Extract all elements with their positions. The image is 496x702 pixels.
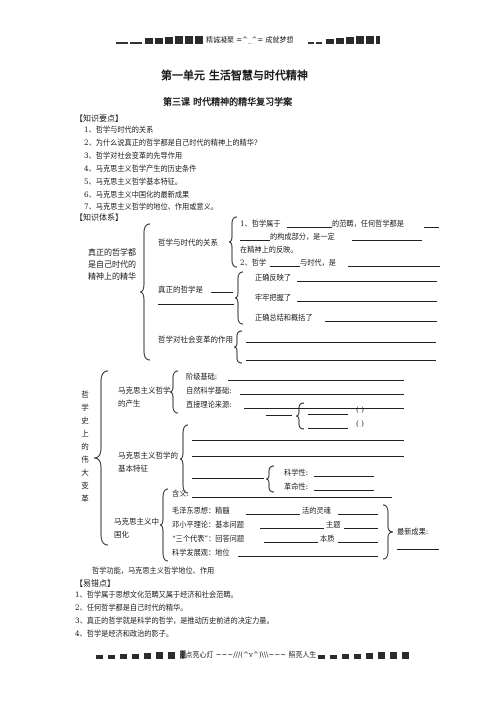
function-line: 哲学功能，马克思主义哲学地位、作用 <box>92 566 215 575</box>
knowledge-points-heading: 【知识要点】 <box>75 114 123 123</box>
b1-line4a: 2、哲学 <box>240 258 267 267</box>
page-subtitle: 第三课 时代精神的精华复习学案 <box>163 98 293 108</box>
sin-three-represents-b: 本质 <box>320 534 335 543</box>
list-item: 3、真正的哲学就是科学的哲学，是推动历史前进的决定力量。 <box>75 616 274 625</box>
birth-item3: 直接理论来源: <box>186 400 232 409</box>
great-change-label: 哲学史上的伟大变革 <box>81 390 89 503</box>
sin-mao: 毛泽东思想：精髓 <box>172 506 230 515</box>
birth-item2: 自然科学基础: <box>186 386 232 395</box>
brace-b2 <box>235 271 244 325</box>
system-left-label: 真正的哲学都是自己时代的精神上的精华 <box>88 248 136 281</box>
paren-2: ( ) <box>356 419 364 428</box>
b1-line1a: 1、哲学属于 <box>240 219 281 228</box>
sin-deng: 邓小平理论：基本问题 <box>172 520 244 529</box>
sin-three-represents: “三个代表”：回答问题 <box>172 534 245 543</box>
latest-results: 最新成果: <box>397 527 429 536</box>
brace-features <box>180 424 189 494</box>
sin-meaning: 含义: <box>172 489 189 498</box>
brace-b3 <box>234 330 243 364</box>
list-item: 5、马克思主义哲学基本特征。 <box>84 177 183 186</box>
branch-true-philosophy: 真正的哲学是 <box>158 285 203 294</box>
footer-text: ▓点亮心灯 ~~~///(^v^)\\\~~~ 照亮人生 <box>180 651 317 659</box>
feat-revolutionary: 革命性: <box>284 482 308 491</box>
list-item: 6、马克思主义中国化的最新成果 <box>84 190 190 199</box>
sin-mao-b: 活的灵魂 <box>302 506 331 515</box>
brace-feat-detail <box>266 465 275 493</box>
b2-item1: 正确反映了 <box>255 273 291 282</box>
b2-item2: 牢牢把握了 <box>255 293 291 302</box>
b2-item3: 正确总结和概括了 <box>255 313 313 322</box>
b1-line3: 在精神上的反映。 <box>240 245 298 254</box>
brace-sinicization <box>160 488 169 562</box>
list-item: 1、哲学属于思想文化范畴又属于经济和社会范畴。 <box>75 590 238 599</box>
page-title: 第一单元 生活智慧与时代精神 <box>161 69 308 82</box>
brace-theory <box>296 402 305 430</box>
b1-line4b: 与时代，是 <box>300 258 336 267</box>
paren-1: ( ) <box>356 405 364 414</box>
branch-philosophy-era: 哲学与时代的关系 <box>158 238 218 247</box>
list-item: 4、哲学是经济和政治的影子。 <box>75 629 174 638</box>
system-heading: 【知识体系】 <box>75 213 123 222</box>
branch-sinicization: 马克思主义中国化 <box>114 517 159 539</box>
list-item: 1、哲学与时代的关系 <box>84 125 154 134</box>
errors-heading: 【易错点】 <box>75 579 115 588</box>
list-item: 2、为什么说真正的哲学都是自己时代的精神上的精华? <box>84 138 258 147</box>
branch-birth: 马克思主义哲学的产生 <box>118 386 171 408</box>
brace-birth <box>170 370 179 414</box>
feat-scientific: 科学性: <box>284 468 308 477</box>
list-item: 7、马克思主义哲学的地位、作用或意义。 <box>84 202 218 211</box>
branch-features: 马克思主义哲学的基本特征 <box>118 451 178 473</box>
brace-a <box>140 223 151 361</box>
list-item: 4、马克思主义哲学产生的历史条件 <box>84 164 197 173</box>
birth-item1: 阶级基础: <box>186 372 218 381</box>
sin-scientific-dev: 科学发展观：地位 <box>172 548 230 557</box>
b1-line1b: 的范畴，任何哲学都是 <box>332 219 404 228</box>
branch-social-change: 哲学对社会变革的作用 <box>158 335 233 344</box>
brace-b1 <box>229 216 238 268</box>
sin-deng-b: 主题 <box>326 520 341 529</box>
brace-great-change <box>94 370 109 546</box>
list-item: 2、任何哲学都是自己时代的精华。 <box>75 603 188 612</box>
header-text: 精诚凝聚 =^_^= 成就梦想 <box>206 36 294 44</box>
list-item: 3、哲学对社会变革的先导作用 <box>84 151 183 160</box>
brace-latest <box>382 504 394 560</box>
b1-line2: 的构成部分，是一定 <box>270 232 335 241</box>
